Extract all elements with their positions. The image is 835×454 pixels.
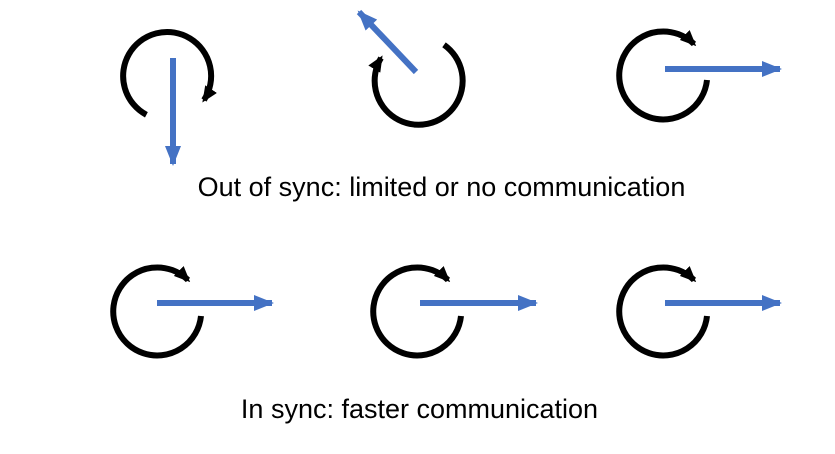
circular-arrow-icon — [368, 42, 466, 128]
oscillator-4 — [110, 264, 274, 359]
oscillator-6 — [616, 264, 782, 359]
circular-arrow-icon — [370, 264, 464, 359]
circular-arrow-icon — [616, 28, 710, 123]
oscillator-1 — [120, 29, 217, 166]
out-of-sync-caption: Out of sync: limited or no communication — [197, 172, 686, 202]
circular-arrow-icon — [120, 29, 217, 118]
circular-arrow-icon — [110, 264, 204, 359]
oscillator-3 — [616, 28, 782, 123]
in-sync-caption: In sync: faster communication — [240, 394, 599, 424]
circular-arrow-icon — [616, 264, 710, 359]
phase-vector-arrow — [356, 9, 419, 75]
oscillator-2 — [356, 9, 466, 128]
oscillator-5 — [370, 264, 538, 359]
